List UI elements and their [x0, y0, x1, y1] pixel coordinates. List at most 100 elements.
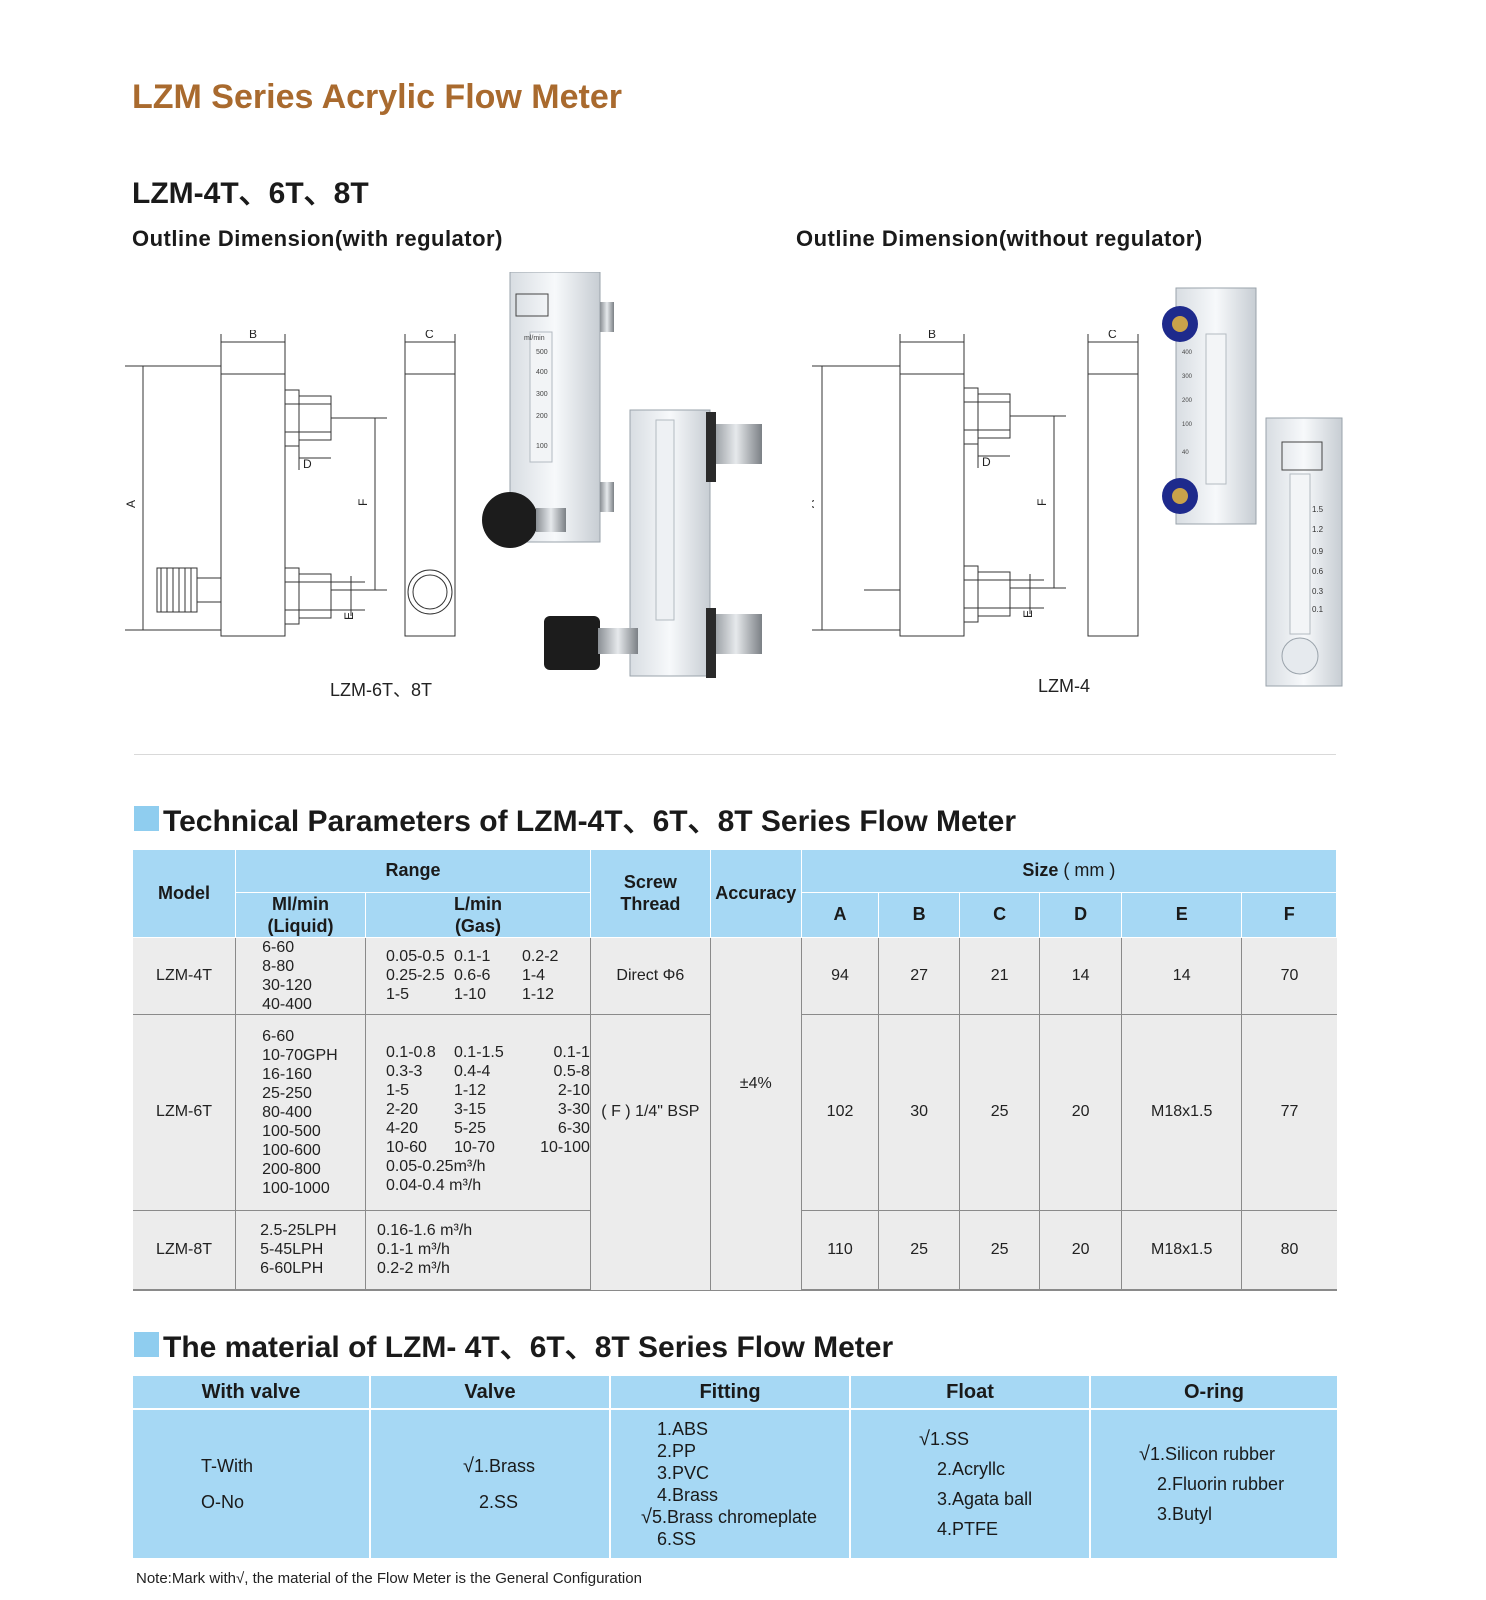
gas-range-item: 0.1-1 [453, 948, 491, 965]
size-d: 14 [1039, 937, 1122, 1015]
size-b: 25 [878, 1210, 960, 1291]
row-gas-range: 0.16-1.6 m³/h 0.1-1 m³/h 0.2-2 m³/h [365, 1210, 591, 1291]
liquid-range-item: 6-60LPH [260, 1260, 324, 1278]
liquid-range-item: 16-160 [262, 1065, 312, 1083]
mat-oring-cell: √1.Silicon rubber 2.Fluorin rubber 3.But… [1090, 1408, 1337, 1558]
dimension-drawing-without-regulator: B C A D F E [812, 330, 1139, 637]
photo-scale-unit: ml/min [524, 335, 545, 342]
photo3-scale-0.3: 0.3 [1312, 587, 1324, 596]
fitting-option: 1.ABS [657, 1419, 709, 1439]
gas-range-item: 0.6-6 [453, 967, 491, 984]
header-size-c: C [959, 892, 1041, 938]
size-e: 14 [1121, 937, 1243, 1015]
accuracy-value: ±4% [710, 937, 802, 1291]
dim-label-a: A [125, 500, 138, 508]
material-table: With valve Valve Fitting Float O-ring T-… [133, 1376, 1337, 1558]
liquid-range-item: 10-70GPH [262, 1046, 338, 1064]
tech-section-title: Technical Parameters of LZM-4T、6T、8T Ser… [134, 796, 1016, 840]
dim-label-e-right: E [1021, 610, 1035, 618]
size-d: 20 [1039, 1014, 1122, 1211]
outline-with-regulator-label: Outline Dimension(with regulator) [132, 226, 503, 251]
gas-range-item: 5-25 [453, 1120, 486, 1137]
gas-range-item: 2-10 [557, 1082, 590, 1099]
caption-lzm-4: LZM-4 [1038, 676, 1091, 696]
row-liquid-range: 6-60 10-70GPH 16-160 25-250 80-400 100-5… [235, 1014, 366, 1211]
photo2-scale-400: 400 [1182, 350, 1193, 356]
product-photo-with-regulator: ml/min 500 400 300 200 100 [482, 272, 762, 678]
photo3-scale-1.2: 1.2 [1312, 525, 1324, 534]
gas-range-item: 0.16-1.6 m³/h [376, 1222, 473, 1240]
row-liquid-range: 2.5-25LPH 5-45LPH 6-60LPH [235, 1210, 366, 1291]
mat-header-valve: Valve [370, 1376, 611, 1409]
photo3-scale-0.6: 0.6 [1312, 567, 1324, 576]
caption-lzm-6t-8t: LZM-6T、8T [330, 680, 433, 700]
float-option: 3.Agata ball [937, 1489, 1033, 1509]
gas-range-item: 1-4 [521, 967, 546, 984]
fitting-option: 4.Brass [657, 1485, 719, 1505]
outline-without-regulator-label: Outline Dimension(without regulator) [796, 226, 1203, 251]
gas-range-item: 0.04-0.4 m³/h [385, 1177, 482, 1194]
mat-with-valve-cell: T-With O-No [133, 1408, 371, 1558]
liquid-range-item: 25-250 [262, 1084, 312, 1102]
header-size-a: A [801, 892, 880, 938]
photo-scale-200: 200 [536, 413, 548, 420]
size-f: 80 [1241, 1210, 1337, 1291]
dim-label-f-right: F [1035, 499, 1049, 506]
section-marker-icon [134, 805, 159, 831]
gas-range-item: 3-30 [557, 1101, 590, 1118]
size-a: 102 [801, 1014, 880, 1211]
with-valve-option: O-No [201, 1492, 245, 1512]
dim-label-f: F [356, 499, 370, 506]
table-row: T-With O-No √1.Brass 2.SS 1.ABS 2.PP 3.P… [133, 1408, 1337, 1558]
gas-range-item: 1-10 [453, 986, 486, 1003]
liquid-range-item: 100-600 [262, 1141, 321, 1159]
gas-range-item: 0.1-0.8 [385, 1044, 436, 1061]
size-b: 30 [878, 1014, 960, 1211]
model-heading: LZM-4T、6T、8T [132, 177, 369, 210]
valve-option: 1.Brass [473, 1456, 536, 1476]
valve-option: 2.SS [479, 1492, 519, 1512]
liquid-range-item: 8-80 [262, 957, 295, 975]
gas-range-item: 4-20 [385, 1120, 418, 1137]
photo2-scale-40: 40 [1182, 450, 1189, 456]
header-size-b: B [878, 892, 960, 938]
gas-range-item: 0.05-0.5 [385, 948, 445, 965]
header-size-e: E [1121, 892, 1243, 938]
gas-range-item: 0.1-1.5 [453, 1044, 504, 1061]
gas-range-item: 10-70 [453, 1139, 495, 1156]
section-divider [134, 754, 1336, 755]
section-marker-icon [134, 1331, 159, 1357]
header-range: Range [235, 850, 591, 893]
header-size-label: Size [1022, 860, 1059, 881]
liquid-range-item: 100-500 [262, 1122, 321, 1140]
material-section-title: The material of LZM- 4T、6T、8T Series Flo… [134, 1322, 893, 1366]
header-size-unit: ( mm ) [1063, 860, 1116, 881]
gas-range-item: 1-12 [521, 986, 554, 1003]
photo-scale-300: 300 [536, 391, 548, 398]
oring-option: 2.Fluorin rubber [1157, 1474, 1285, 1494]
mat-fitting-cell: 1.ABS 2.PP 3.PVC 4.Brass √5.Brass chrome… [610, 1408, 851, 1558]
dim-label-e: E [342, 612, 356, 620]
liquid-range-item: 100-1000 [262, 1179, 330, 1197]
gas-range-item: 10-100 [540, 1139, 590, 1156]
gas-range-item: 3-15 [453, 1101, 486, 1118]
size-c: 21 [959, 937, 1041, 1015]
gas-range-item: 1-12 [453, 1082, 486, 1099]
row-model: LZM-6T [133, 1014, 237, 1211]
size-a: 94 [801, 937, 880, 1015]
mat-header-oring: O-ring [1090, 1376, 1337, 1409]
footnote: Note:Mark with√, the material of the Flo… [136, 1570, 642, 1587]
mat-float-cell: √1.SS 2.Acryllc 3.Agata ball 4.PTFE [850, 1408, 1091, 1558]
dim-label-c: C [425, 330, 434, 341]
size-f: 77 [1241, 1014, 1337, 1211]
tech-parameters-table: Model Range Screw Thread Accuracy Size (… [133, 850, 1338, 1291]
gas-range-item: 10-60 [385, 1139, 427, 1156]
header-screw-thread: Screw Thread [590, 850, 711, 938]
mat-valve-cell: √1.Brass 2.SS [370, 1408, 611, 1558]
liquid-range-item: 200-800 [262, 1160, 321, 1178]
check-mark-icon: √ [1139, 1443, 1150, 1465]
dim-label-b: B [249, 330, 257, 341]
gas-range-item: 0.4-4 [453, 1063, 491, 1080]
